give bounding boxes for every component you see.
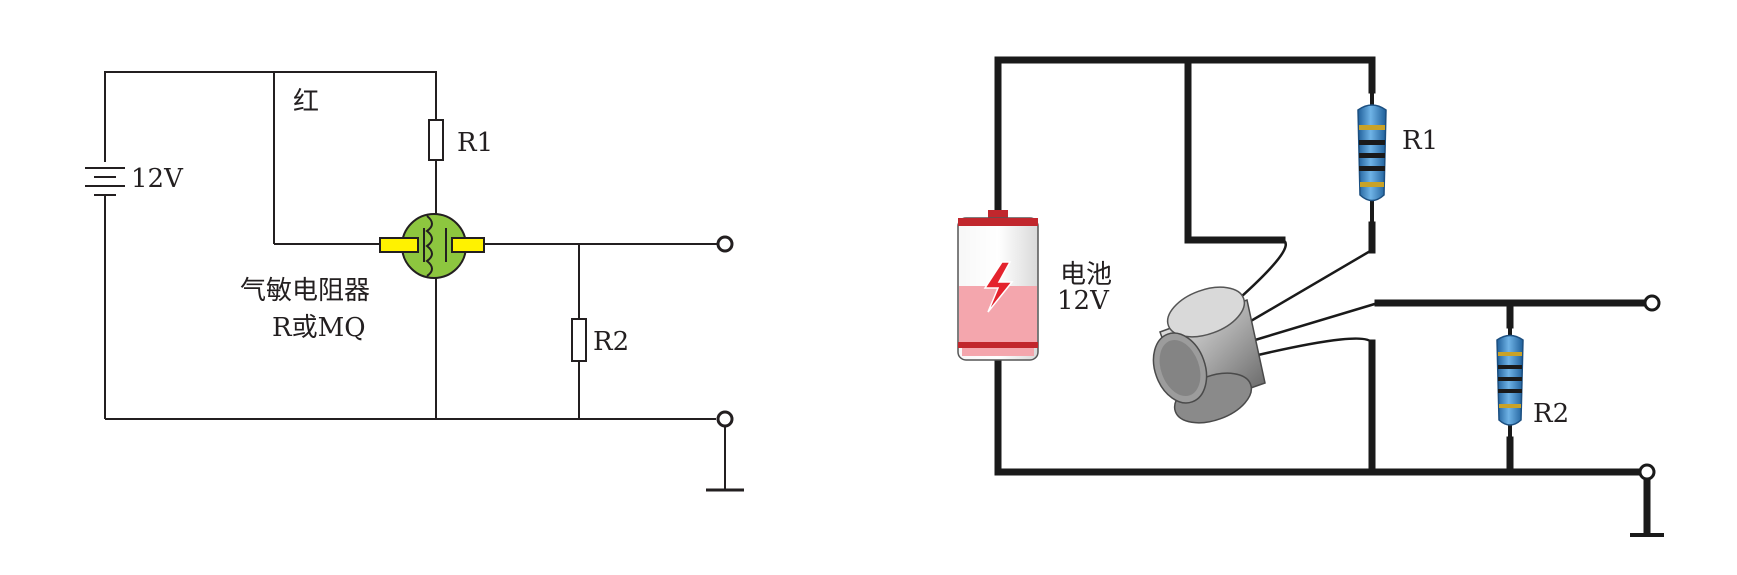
red-wire-label: 红 [293,87,319,117]
pict-r1-label: R1 [1402,126,1438,156]
output-terminal-top [716,235,734,253]
wire-pict-bottom [994,356,1649,476]
r2-resistor-illustration [1496,320,1524,445]
pict-terminal-bottom [1638,463,1656,481]
pict-terminal-top [1643,294,1661,312]
r2-symbol [571,318,587,362]
r2-label: R2 [593,327,629,357]
wire-pict-sensor-lead [1184,56,1286,244]
battery-voltage-label: 12V [131,164,184,194]
r1-symbol [428,119,444,161]
pict-battery-label-voltage: 12V [1057,286,1110,316]
r1-label: R1 [457,128,493,158]
output-terminal-bottom [716,410,734,428]
schematic-diagram: 12V 红 R1 R2 气敏电阻器 R或MQ [85,71,744,492]
sensor-label-name: 气敏电阻器 [240,276,370,306]
pictorial-diagram: 电池 12V R1 [957,56,1664,537]
sensor-label-code: R或MQ [272,313,366,343]
lightning-icon [983,261,1014,313]
gas-sensor-symbol [379,213,485,279]
gas-sensor-illustration [1152,286,1266,424]
pict-battery-label-name: 电池 [1060,260,1112,290]
sensor-leads [1231,238,1379,357]
battery-illustration [957,210,1039,361]
wire-top-left [104,71,437,162]
r1-resistor-illustration [1357,90,1387,225]
pict-r2-label: R2 [1533,399,1569,429]
battery-symbol [85,167,125,196]
